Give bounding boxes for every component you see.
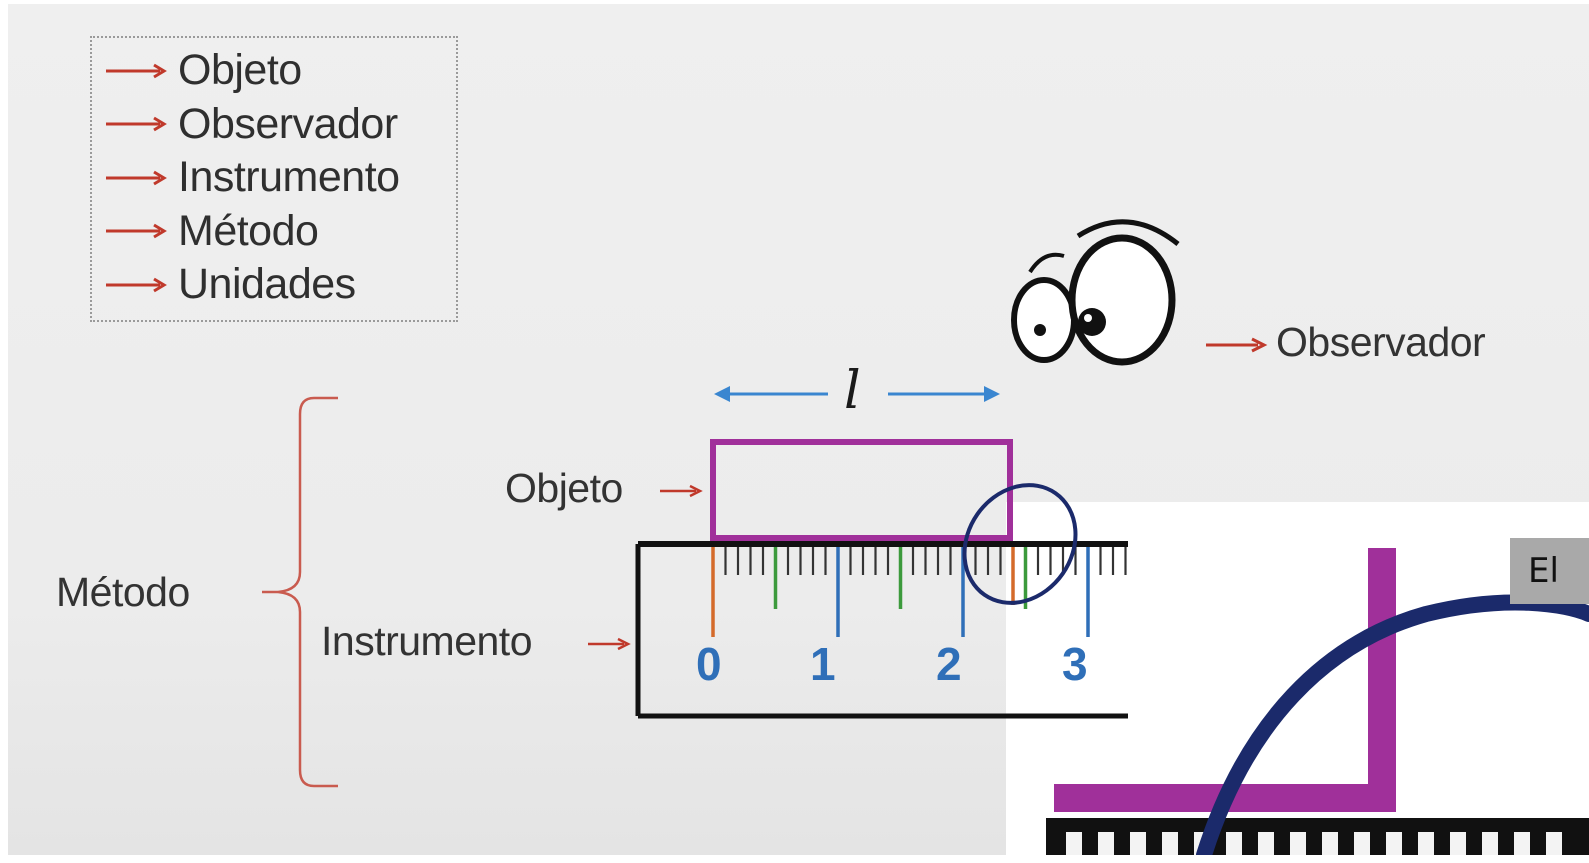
legend-list: Objeto Observador Instrumento Método Uni… [104,44,400,312]
caption-chip: El [1510,538,1589,604]
right-arrow-icon [106,170,167,186]
right-arrow-icon [106,63,167,79]
legend-item: Método [104,205,400,259]
right-arrow-icon [106,116,167,132]
ruler-number-1: 1 [810,638,836,690]
slide: Objeto Observador Instrumento Método Uni… [8,4,1589,855]
object-rectangle [710,439,1013,541]
legend-item-label: Objeto [178,46,302,95]
legend-box [90,36,458,322]
objeto-pointer-arrow [660,484,703,498]
legend-item-label: Unidades [178,260,356,309]
observador-pointer-arrow [1206,337,1268,353]
zoom-inset-drawing [1046,548,1589,855]
length-arrow-right [888,386,1000,402]
instrumento-pointer-arrow [588,637,631,651]
right-arrow-icon [106,277,167,293]
legend-item-label: Método [178,206,319,255]
metodo-label: Método [56,569,190,615]
instrumento-label: Instrumento [321,618,533,664]
legend-item: Objeto [104,44,400,98]
legend-item: Observador [104,98,400,152]
zoom-inset [1006,502,1589,855]
length-arrow-left [714,386,828,402]
length-symbol: l [844,361,861,421]
legend-item-label: Observador [178,99,398,148]
right-arrow-icon [106,223,167,239]
metodo-brace [277,396,338,788]
observador-label: Observador [1276,319,1486,365]
ruler-number-2: 2 [936,638,962,690]
ruler [635,541,1128,719]
legend-item: Unidades [104,258,400,312]
observer-eyes-icon [1011,219,1180,366]
legend-item-label: Instrumento [178,153,400,202]
ruler-number-0: 0 [696,638,722,690]
ruler-ticks [711,547,1127,637]
objeto-label: Objeto [505,465,623,511]
caption-chip-text: El [1528,551,1559,591]
legend-item: Instrumento [104,151,400,205]
measurement-diagram: l 0 1 2 3 [262,219,1268,788]
ruler-number-3: 3 [1062,638,1088,690]
reading-highlight-ellipse [962,483,1078,605]
